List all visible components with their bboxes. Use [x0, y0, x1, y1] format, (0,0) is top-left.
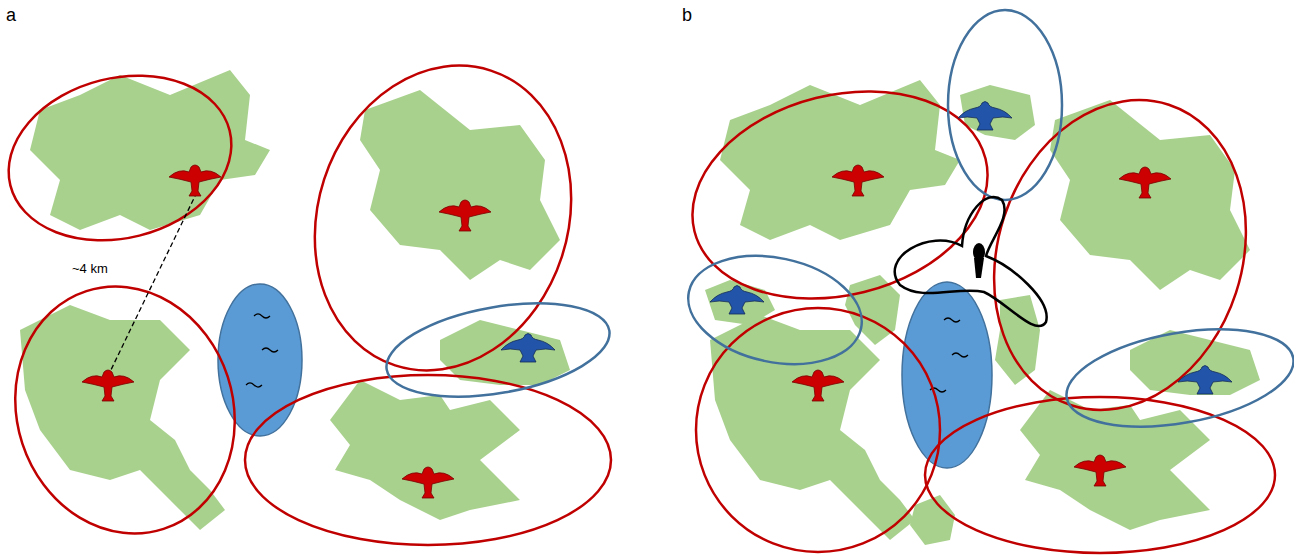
neighbour-birds — [501, 102, 1232, 395]
habitat-patches — [20, 70, 1260, 545]
distance-line — [108, 192, 197, 376]
resident-birds — [82, 165, 1171, 498]
distance-label: ~4 km — [72, 262, 108, 276]
panel-label: a — [6, 6, 16, 26]
intruder-bird — [973, 243, 985, 278]
territory-outlines — [0, 10, 1294, 555]
panel-label: b — [682, 6, 692, 26]
intruder-range — [895, 197, 1047, 326]
